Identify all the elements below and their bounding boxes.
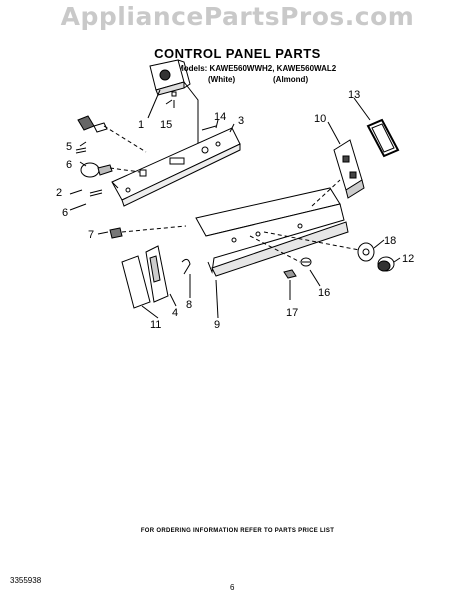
callout-13: 13 [348, 89, 360, 101]
color-white-label: (White) [208, 75, 236, 84]
part-nut-17 [283, 269, 297, 279]
callout-8: 8 [186, 299, 192, 311]
diagram-title: CONTROL PANEL PARTS [154, 46, 321, 61]
callout-9: 9 [214, 319, 220, 331]
part-timer [149, 59, 191, 96]
part-nut-16 [300, 257, 312, 267]
callout-12: 12 [402, 253, 414, 265]
callout-5: 5 [66, 141, 72, 153]
callout-1: 1 [138, 119, 144, 131]
callout-15: 15 [160, 119, 172, 131]
ordering-footer: FOR ORDERING INFORMATION REFER TO PARTS … [140, 528, 335, 534]
part-control-panel [195, 187, 349, 277]
callout-18: 18 [384, 235, 396, 247]
callout-7: 7 [88, 229, 94, 241]
part-washer [357, 242, 375, 262]
callout-17: 17 [286, 307, 298, 319]
page-number: 6 [230, 583, 235, 592]
color-almond-label: (Almond) [273, 75, 309, 84]
part-bracket [333, 139, 365, 199]
part-knob-12 [377, 256, 395, 272]
callout-6b: 6 [62, 207, 68, 219]
part-side-cover [121, 245, 169, 309]
watermark: AppliancePartsPros.com [60, 2, 415, 31]
part-lens [366, 118, 400, 158]
part-control-panel-plate [111, 127, 241, 207]
callout-3: 3 [238, 115, 244, 127]
callout-2: 2 [56, 187, 62, 199]
document-number: 3355938 [10, 576, 42, 585]
callout-6a: 6 [66, 159, 72, 171]
callout-11: 11 [150, 319, 161, 331]
models-line: For Models: KAWE560WWH2, KAWE560WAL2 [162, 64, 337, 73]
callout-16: 16 [318, 287, 330, 299]
callout-4: 4 [172, 307, 178, 319]
callout-10: 10 [314, 113, 326, 125]
callout-14: 14 [214, 111, 226, 123]
part-knob [77, 115, 108, 133]
part-switch [80, 162, 113, 178]
